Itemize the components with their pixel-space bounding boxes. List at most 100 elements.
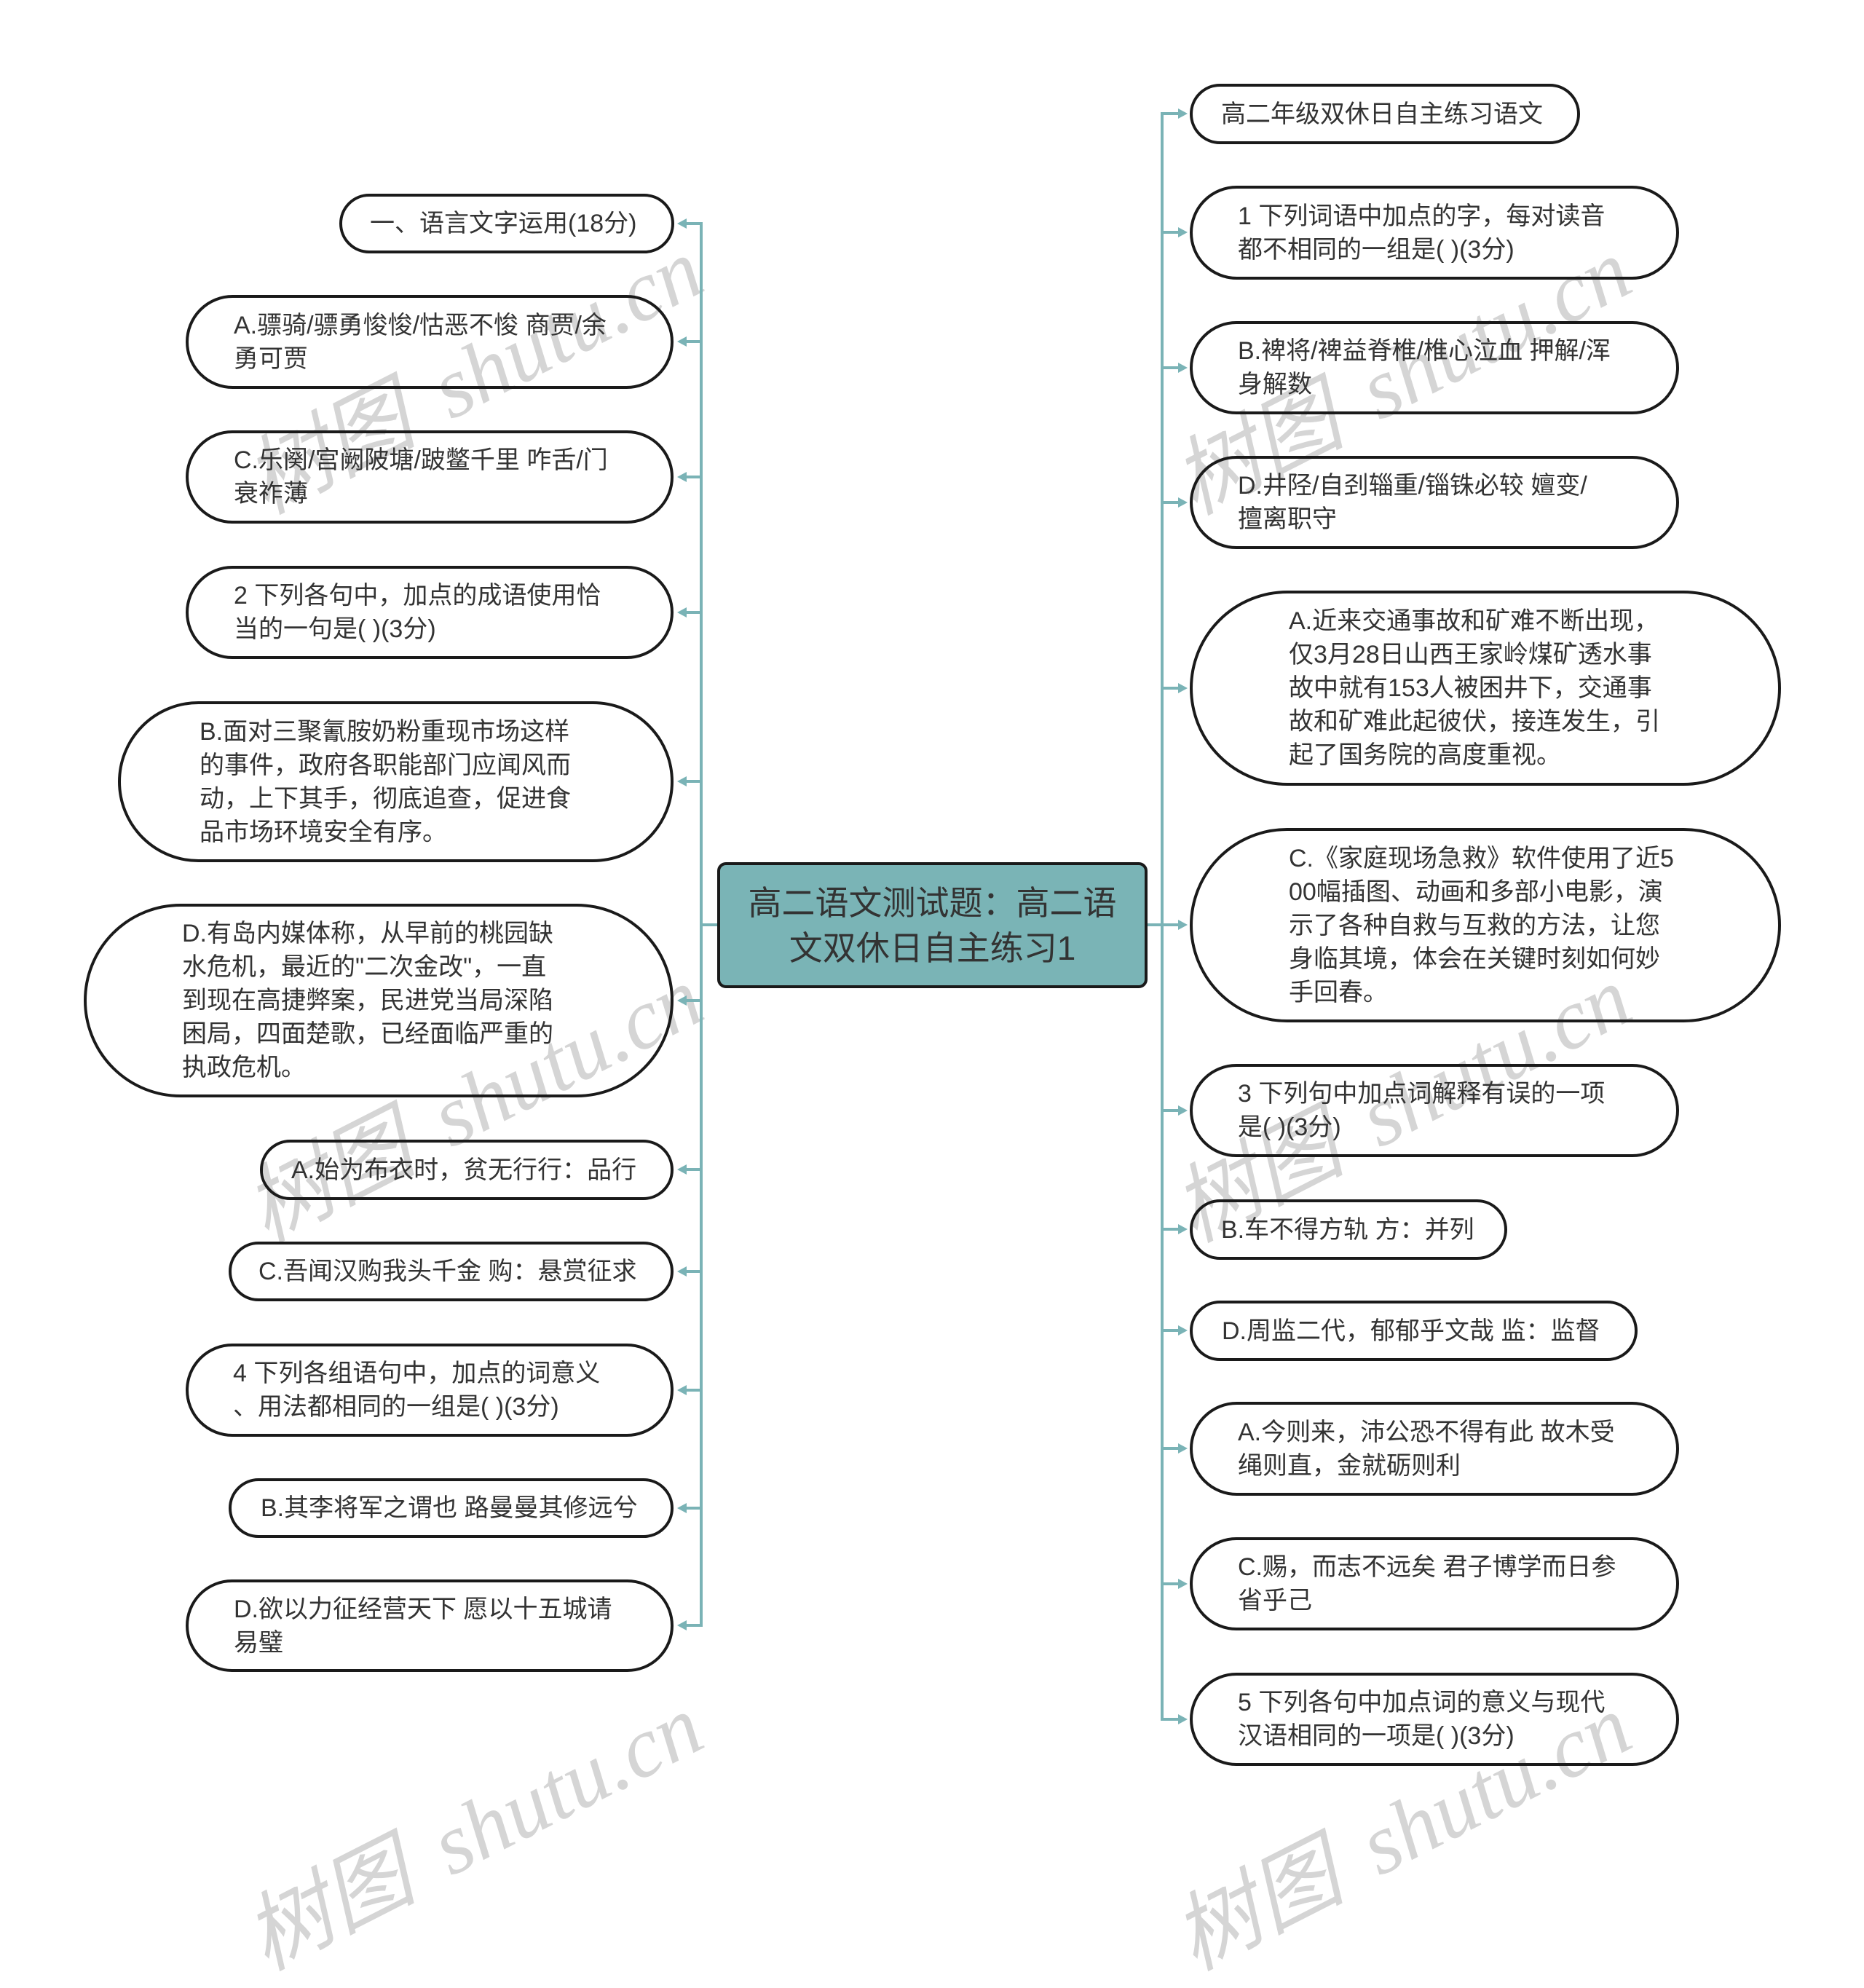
connector-left-1 [677, 218, 703, 229]
node-text: 困局，四面楚歌，已经面临严重的 [182, 1020, 553, 1048]
left-spine [700, 222, 719, 1627]
arrow-right-icon [1178, 920, 1188, 930]
connector-right-4 [1161, 497, 1188, 508]
arrow-right-icon [1178, 227, 1188, 237]
node-text: 故和矿难此起彼伏，接连发生，引 [1289, 708, 1660, 735]
node-text: D.周监二代，郁郁乎文哉 监：监督 [1222, 1317, 1600, 1345]
left-node-question-2: 2 下列各句中，加点的成语使用恰 当的一句是( )(3分) [186, 566, 674, 659]
arrow-right-icon [1178, 1579, 1188, 1589]
node-text: 1 下列词语中加点的字，每对读音 [1238, 202, 1606, 230]
arrow-left-icon [677, 336, 687, 347]
node-text: 4 下列各组语句中，加点的词意义 [233, 1360, 601, 1387]
node-text: A.骠骑/骠勇悛悛/怙恶不悛 商贾/余 [234, 311, 607, 339]
connector-layer [677, 109, 1188, 1724]
connector-right-2 [1161, 227, 1188, 237]
connector-left-8 [677, 1266, 703, 1277]
arrow-left-icon [677, 472, 687, 482]
left-node-11: D.欲以力征经营天下 愿以十五城请 易璧 [186, 1579, 674, 1672]
right-node-9: D.周监二代，郁郁乎文哉 监：监督 [1190, 1301, 1638, 1361]
connector-left-4 [677, 607, 703, 618]
left-node-3: C.乐阕/宫阙陂塘/跛鳖千里 咋舌/门 衰祚薄 [186, 430, 674, 524]
connector-left-6 [677, 995, 703, 1006]
node-text: 都不相同的一组是( )(3分) [1238, 235, 1514, 264]
arrow-right-icon [1178, 683, 1188, 693]
right-node-11: C.赐，而志不远矣 君子博学而日参 省乎己 [1190, 1537, 1679, 1630]
left-node-2: A.骠骑/骠勇悛悛/怙恶不悛 商贾/余 勇可贾 [186, 295, 674, 389]
left-connectors [677, 218, 703, 1630]
arrow-left-icon [677, 607, 687, 618]
node-text: C.乐阕/宫阙陂塘/跛鳖千里 咋舌/门 [234, 446, 608, 474]
connector-left-3 [677, 472, 703, 482]
node-text: 的事件，政府各职能部门应闻风而 [200, 751, 571, 779]
node-text: 2 下列各句中，加点的成语使用恰 [234, 582, 601, 610]
connector-right-11 [1161, 1579, 1188, 1589]
arrow-right-icon [1178, 1105, 1188, 1116]
arrow-left-icon [677, 1266, 687, 1277]
node-text: D.井陉/自刭辎重/锱铢必较 嬗变/ [1238, 472, 1587, 500]
arrow-right-icon [1178, 1443, 1188, 1453]
right-node-5: A.近来交通事故和矿难不断出现， 仅3月28日山西王家岭煤矿透水事 故中就有15… [1190, 591, 1781, 786]
node-text: 绳则直，金就砺则利 [1238, 1451, 1461, 1480]
node-text: C.赐，而志不远矣 君子博学而日参 [1238, 1553, 1616, 1581]
connector-right-8 [1161, 1224, 1188, 1234]
right-connectors [1161, 109, 1188, 1724]
right-node-question-5: 5 下列各句中加点词的意义与现代 汉语相同的一项是( )(3分) [1190, 1673, 1679, 1766]
node-text: 一、语言文字运用(18分) [370, 210, 637, 237]
node-text: 到现在高捷弊案，民进党当局深陷 [182, 987, 553, 1014]
root-title-line: 高二语文测试题：高二语 [748, 883, 1117, 922]
node-text: 起了国务院的高度重视。 [1289, 741, 1561, 769]
node-text: 省乎己 [1238, 1587, 1312, 1614]
node-text: 3 下列句中加点词解释有误的一项 [1238, 1080, 1606, 1108]
node-text: 示了各种自救与互救的方法，让您 [1289, 911, 1660, 939]
arrow-right-icon [1178, 1224, 1188, 1234]
arrow-right-icon [1178, 109, 1188, 119]
connector-left-10 [677, 1503, 703, 1513]
arrow-right-icon [1178, 1714, 1188, 1724]
node-text: 仅3月28日山西王家岭煤矿透水事 [1289, 641, 1652, 668]
node-text: A.今则来，沛公恐不得有此 故木受 [1238, 1418, 1615, 1446]
node-text: 00幅插图、动画和多部小电影，演 [1289, 877, 1663, 906]
node-text: D.有岛内媒体称，从早前的桃园缺 [182, 920, 553, 947]
connector-left-7 [677, 1164, 703, 1175]
arrow-left-icon [677, 1164, 687, 1175]
left-node-10: B.其李将军之谓也 路曼曼其修远兮 [229, 1478, 674, 1538]
arrow-left-icon [677, 1620, 687, 1630]
right-node-6: C.《家庭现场急救》软件使用了近5 00幅插图、动画和多部小电影，演 示了各种自… [1190, 828, 1781, 1022]
connector-left-9 [677, 1385, 703, 1395]
connector-right-3 [1161, 363, 1188, 373]
node-text: 身临其境，体会在关键时刻如何妙 [1289, 944, 1660, 973]
right-node-8: B.车不得方轨 方：并列 [1190, 1199, 1507, 1260]
node-text: 勇可贾 [234, 344, 308, 373]
node-text: 、用法都相同的一组是( )(3分) [233, 1393, 559, 1421]
arrow-right-icon [1178, 363, 1188, 373]
arrow-left-icon [677, 218, 687, 229]
node-text: B.面对三聚氰胺奶粉重现市场这样 [200, 717, 570, 746]
connector-left-11 [677, 1620, 703, 1630]
node-text: 易璧 [234, 1628, 283, 1657]
arrow-right-icon [1178, 1325, 1188, 1336]
arrow-right-icon [1178, 497, 1188, 508]
right-spine [1146, 112, 1164, 1721]
arrow-left-icon [677, 995, 687, 1006]
node-text: 当的一句是( )(3分) [234, 615, 436, 643]
connector-right-7 [1161, 1105, 1188, 1116]
right-node-question-3: 3 下列句中加点词解释有误的一项 是( )(3分) [1190, 1064, 1679, 1157]
left-node-6: D.有岛内媒体称，从早前的桃园缺 水危机，最近的"二次金改"，一直 到现在高捷弊… [84, 904, 674, 1097]
node-text: 执政危机。 [182, 1054, 306, 1081]
node-text: B.裨将/裨益脊椎/椎心泣血 押解/浑 [1238, 337, 1611, 365]
node-text: 汉语相同的一项是( )(3分) [1238, 1722, 1514, 1750]
node-text: 是( )(3分) [1238, 1113, 1341, 1141]
node-text: 动，上下其手，彻底追查，促进食 [200, 784, 571, 813]
node-text: 5 下列各句中加点词的意义与现代 [1238, 1689, 1606, 1716]
arrow-left-icon [677, 1385, 687, 1395]
connector-right-12 [1161, 1714, 1188, 1724]
connector-left-2 [677, 336, 703, 347]
node-text: D.欲以力征经营天下 愿以十五城请 [234, 1595, 612, 1623]
arrow-left-icon [677, 1503, 687, 1513]
right-node-title: 高二年级双休日自主练习语文 [1190, 84, 1580, 144]
arrow-left-icon [677, 776, 687, 786]
left-node-5: B.面对三聚氰胺奶粉重现市场这样 的事件，政府各职能部门应闻风而 动，上下其手，… [118, 701, 674, 862]
right-node-10: A.今则来，沛公恐不得有此 故木受 绳则直，金就砺则利 [1190, 1402, 1679, 1496]
node-text: 品市场环境安全有序。 [200, 818, 447, 846]
left-node-7: A.始为布衣时，贫无行行：品行 [260, 1140, 674, 1200]
